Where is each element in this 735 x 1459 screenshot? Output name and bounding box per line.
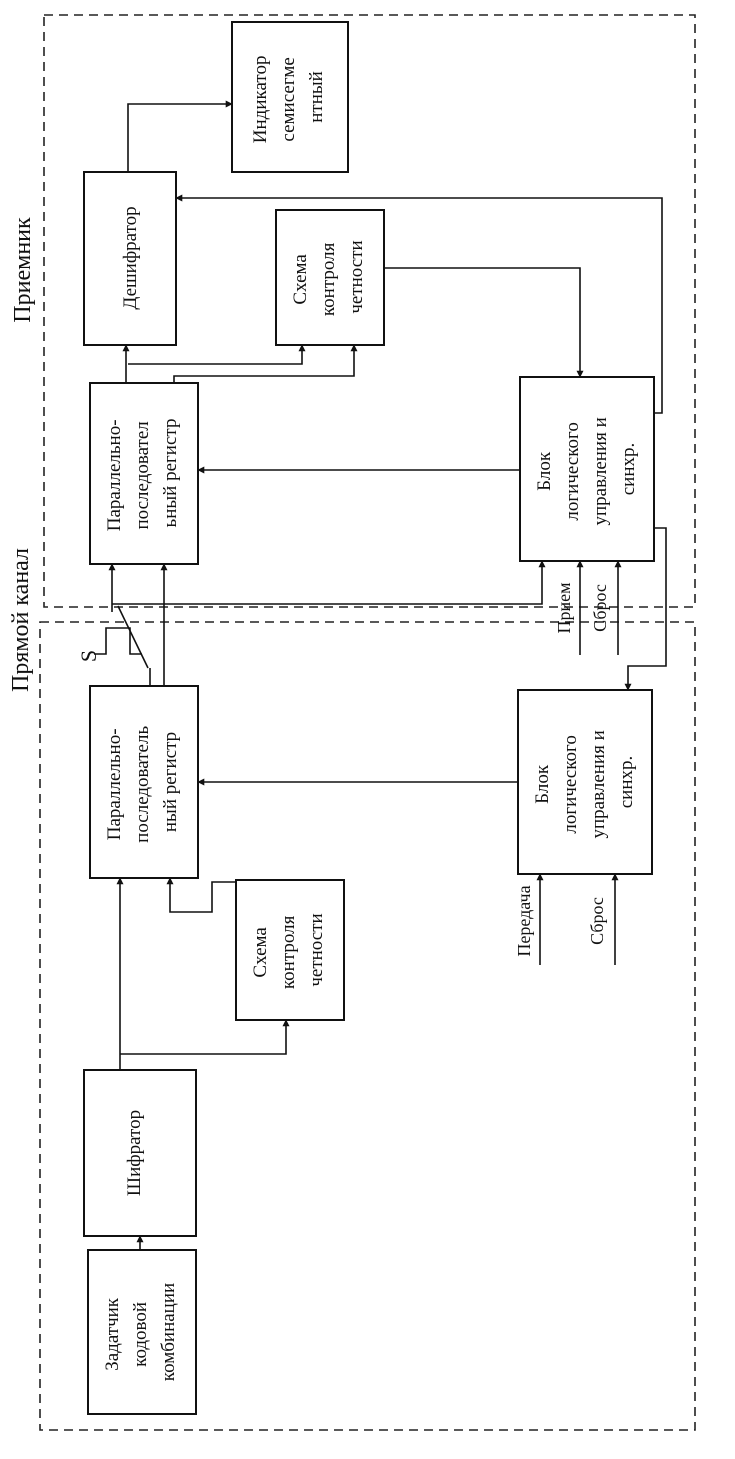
wire-encoder-to-txparity xyxy=(120,1019,290,1055)
rx-logic-label: Блок логического управления и синхр. xyxy=(534,413,639,526)
tx-encoder-label: Шифратор xyxy=(124,1110,145,1196)
rx-indicator-block xyxy=(231,21,349,173)
forward-channel-zone-frame xyxy=(39,621,696,1431)
tx-transmit-label: Передача xyxy=(514,885,534,956)
switch-contact xyxy=(117,605,149,669)
wire-rxparity-to-rxlogic xyxy=(384,267,584,378)
tx-setter-label: Задатчик кодовой комбинации xyxy=(102,1283,179,1381)
tx-logic-block xyxy=(517,689,653,875)
rx-logic-block xyxy=(519,376,655,562)
wires xyxy=(94,100,667,1250)
tx-parity-block xyxy=(235,879,345,1021)
tx-setter-block xyxy=(87,1249,197,1415)
rx-decoder-label: Дешифратор xyxy=(120,206,141,309)
forward-channel-zone-label: Прямой канал xyxy=(8,548,34,692)
receiver-zone-label: Приемник xyxy=(10,217,36,323)
rx-parity-label: Схема контроля четности xyxy=(290,238,367,316)
rx-reset-label: Сброс xyxy=(590,584,610,632)
rx-indicator-label: Индикатор семисегме нтный xyxy=(250,51,327,143)
receiver-zone-frame xyxy=(43,14,696,608)
tx-encoder-block xyxy=(83,1069,197,1237)
wire-rxreg-to-rxparity-2 xyxy=(173,344,358,383)
switch-symbol xyxy=(94,627,142,655)
wire-rxlogic-to-txlogic xyxy=(624,527,667,691)
wire-txparity-to-txreg xyxy=(166,877,236,913)
rx-register-label: Параллельно- последовател ьный регистр xyxy=(104,415,181,532)
tx-register-block xyxy=(89,685,199,879)
rx-decoder-block xyxy=(83,171,177,346)
rx-register-block xyxy=(89,382,199,565)
wire-channel-to-rxlogic xyxy=(112,560,546,605)
tx-logic-label: Блок логического управления и синхр. xyxy=(532,726,637,839)
wire-decoder-to-indicator xyxy=(127,100,233,172)
wire-rxlogic-to-decoder xyxy=(175,194,663,414)
tx-reset-label: Сброс xyxy=(587,897,607,945)
tx-register-label: Параллельно- последователь ный регистр xyxy=(104,721,181,843)
wire-rxreg-to-rxparity-1 xyxy=(128,344,306,365)
rx-receive-label: Прием xyxy=(554,582,574,633)
rx-parity-block xyxy=(275,209,385,346)
tx-parity-label: Схема контроля четности xyxy=(250,911,327,989)
switch-label: S xyxy=(76,650,101,662)
